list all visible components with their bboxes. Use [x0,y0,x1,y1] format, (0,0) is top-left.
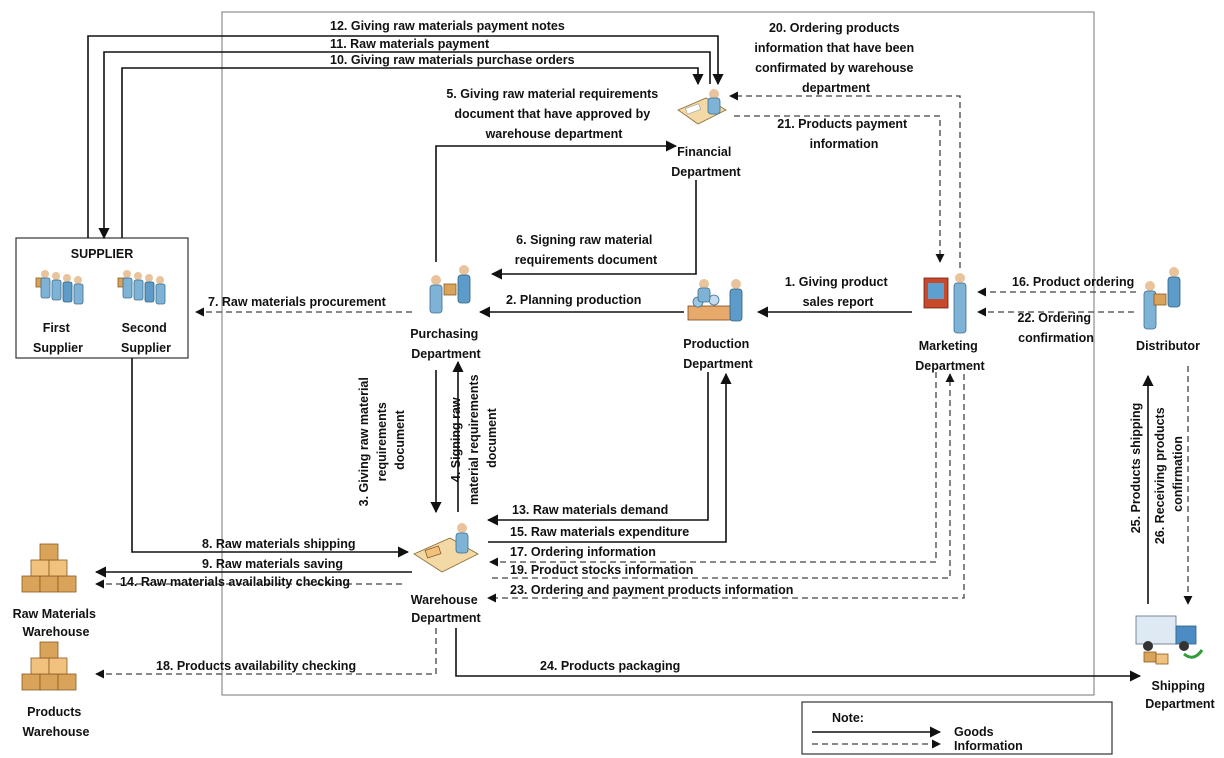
flow-label-7: 7. Raw materials procurement [208,295,387,309]
production-department-icon [687,279,743,322]
legend-information-label: Information [954,739,1023,753]
flow-label-11: 11. Raw materials payment [330,37,490,51]
second-supplier-icon [117,270,166,305]
raw-materials-warehouse-icon [21,543,77,593]
connector-23 [487,374,965,603]
connector-21 [734,115,945,263]
financial-department-icon [677,89,727,125]
connector-5 [435,140,678,262]
purchasing-department-label: Purchasing Department [410,327,482,361]
flow-label-5: 5. Giving raw material requirements docu… [446,87,661,141]
flow-label-25: 25. Products shipping [1129,403,1143,534]
flow-label-17: 17. Ordering information [510,545,656,559]
production-department-label: Production Department [683,337,753,371]
marketing-department-label: Marketing Department [915,339,985,373]
flow-label-12: 12. Giving raw materials payment notes [330,19,565,33]
shipping-department-icon [1135,615,1204,665]
financial-department-label: Financial Department [671,145,741,179]
connector-11 [98,51,711,240]
flow-label-4: 4. Signing raw material requirements doc… [449,371,499,505]
flow-label-20: 20. Ordering products information that h… [754,21,917,95]
connector-6 [490,180,697,280]
flow-label-16: 16. Product ordering [1012,275,1134,289]
distributor-label: Distributor [1136,339,1200,353]
flow-label-15: 15. Raw materials expenditure [510,525,689,539]
flow-label-18: 18. Products availability checking [156,659,356,673]
connector-12 [87,35,724,238]
marketing-department-icon [923,273,967,334]
products-warehouse-icon [21,641,77,691]
warehouse-department-label: Warehouse Department [411,593,482,625]
legend-title: Note: [832,711,864,725]
distributor-icon [1143,267,1181,330]
flow-label-6: 6. Signing raw material requirements doc… [515,233,658,267]
connector-18 [95,628,437,679]
connector-24 [455,628,1142,682]
flow-label-26: 26. Receiving products confirmation [1153,404,1185,544]
first-supplier-icon [35,270,84,305]
connector-13 [486,372,709,526]
first-supplier-label: First Supplier [33,321,83,355]
flow-label-21: 21. Products payment information [777,117,910,151]
connector-19 [492,373,955,579]
flow-label-22: 22. Ordering confirmation [1017,311,1094,345]
connector-17 [489,372,937,567]
warehouse-department-icon [413,523,479,573]
company-boundary [221,11,1095,696]
flow-label-3: 3. Giving raw material requirements docu… [357,374,407,507]
connector-15 [488,372,732,543]
flow-label-1: 1. Giving product sales report [785,275,891,309]
shipping-department-label: Shipping Department [1145,679,1215,711]
purchasing-department-icon [429,265,471,314]
flow-label-10: 10. Giving raw materials purchase orders [330,53,575,67]
supplier-title: SUPPLIER [71,247,134,261]
flow-label-23: 23. Ordering and payment products inform… [510,583,793,597]
flow-label-9: 9. Raw materials saving [202,557,343,571]
flow-label-13: 13. Raw materials demand [512,503,668,517]
legend-box [801,701,1113,755]
flow-label-8: 8. Raw materials shipping [202,537,356,551]
products-warehouse-label: Products Warehouse [23,705,90,739]
connector-8 [131,358,410,558]
raw-materials-warehouse-label: Raw Materials Warehouse [13,607,100,639]
flow-label-19: 19. Product stocks information [510,563,693,577]
second-supplier-label: Second Supplier [121,321,171,355]
flow-label-24: 24. Products packaging [540,659,680,673]
connector-10 [121,67,704,238]
connector-20 [729,91,961,268]
flow-label-14: 14. Raw materials availability checking [120,575,350,589]
legend-goods-label: Goods [954,725,994,739]
flow-label-2: 2. Planning production [506,293,641,307]
